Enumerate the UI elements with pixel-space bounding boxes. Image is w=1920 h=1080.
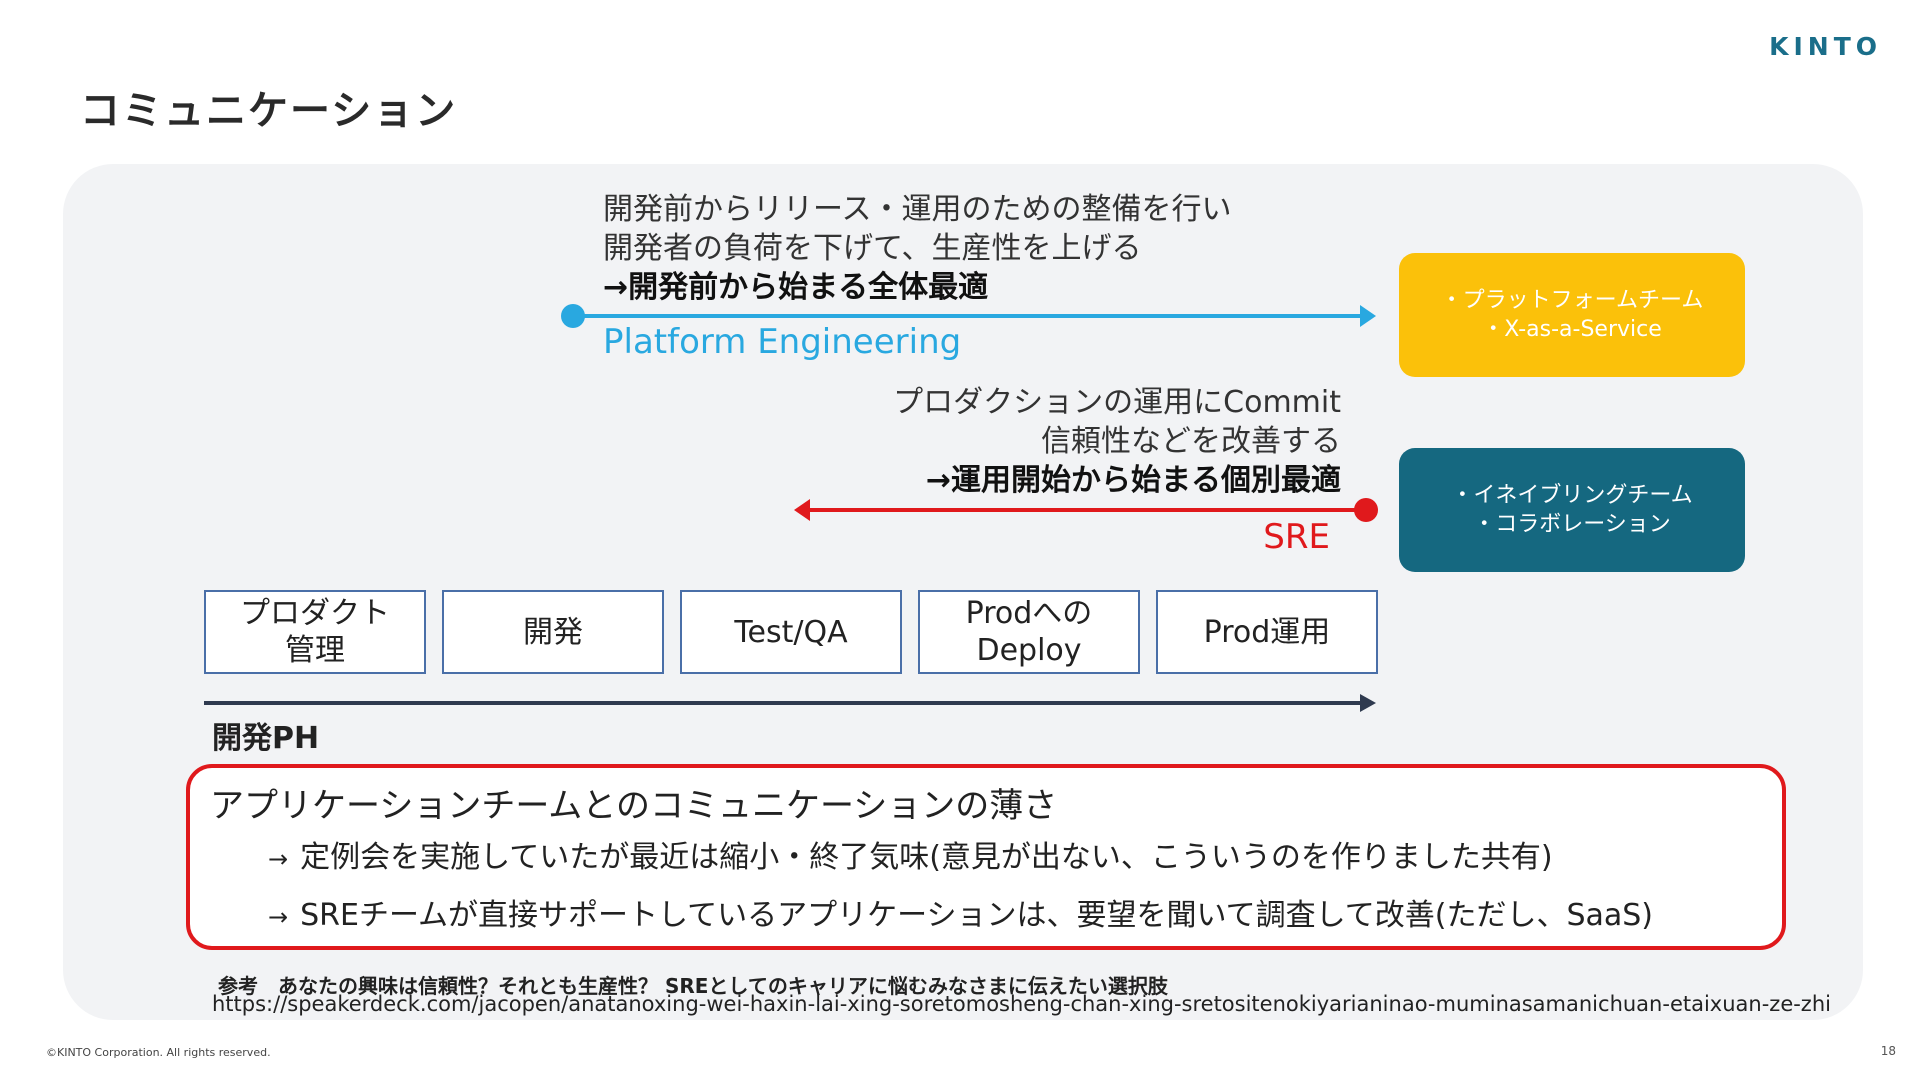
arrow-icon: → — [268, 903, 289, 931]
sre-emphasis: →運用開始から始まる個別最適 — [925, 463, 1341, 498]
phase-label-line-1: Test/QA — [734, 614, 848, 650]
arrow-icon: → — [268, 845, 289, 873]
phase-label-line-1: Prodへの — [965, 596, 1093, 631]
phase-label-line-1: 開発 — [523, 614, 583, 650]
sre-label: SRE — [1263, 517, 1330, 557]
phase-development: 開発 — [442, 590, 664, 674]
phase-prod-operation: Prod運用 — [1156, 590, 1378, 674]
platform-engineering-label: Platform Engineering — [603, 322, 962, 362]
pe-line-1: 開発前からリリース・運用のための整備を行い — [603, 192, 1232, 227]
pe-emphasis: →開発前から始まる全体最適 — [603, 270, 989, 305]
phase-label-line-2: Deploy — [976, 633, 1082, 668]
platform-engineering-description: 開発前からリリース・運用のための整備を行い 開発者の負荷を下げて、生産性を上げる… — [603, 190, 1232, 307]
issue-item: → 定例会を実施していたが最近は縮小・終了気味(意見が出ない、こういうのを作りまし… — [268, 832, 1553, 876]
platform-engineering-arrow — [561, 304, 1376, 328]
sre-arrow — [794, 498, 1378, 522]
sre-line-2: 信頼性などを改善する — [1041, 424, 1341, 459]
phase-test-qa: Test/QA — [680, 590, 902, 674]
platform-team-line-1: ・プラットフォームチーム — [1440, 288, 1704, 313]
platform-team-line-2: ・X-as-a-Service — [1482, 317, 1662, 342]
sre-description: プロダクションの運用にCommit 信頼性などを改善する →運用開始から始まる個… — [893, 383, 1341, 500]
sre-line-1: プロダクションの運用にCommit — [893, 385, 1341, 420]
page-title: コミュニケーション — [80, 88, 458, 134]
phase-label-line-1: Prod運用 — [1203, 614, 1331, 650]
enabling-team-line-2: ・コラボレーション — [1473, 512, 1671, 537]
issue-heading: アプリケーションチームとのコミュニケーションの薄さ — [210, 786, 1058, 826]
phase-label-line-1: プロダクト — [240, 596, 390, 631]
issue-item-text: 定例会を実施していたが最近は縮小・終了気味(意見が出ない、こういうのを作りました… — [300, 840, 1553, 875]
copyright-notice: ©KINTO Corporation. All rights reserved. — [46, 1046, 271, 1059]
phase-product-management: プロダクト 管理 — [204, 590, 426, 674]
phase-prod-deploy: Prodへの Deploy — [918, 590, 1140, 674]
pe-line-2: 開発者の負荷を下げて、生産性を上げる — [603, 231, 1142, 266]
platform-team-box: ・プラットフォームチーム ・X-as-a-Service — [1399, 253, 1745, 377]
phase-label-line-2: 管理 — [285, 633, 345, 668]
page-number: 18 — [1880, 1044, 1896, 1058]
issue-item-text: SREチームが直接サポートしているアプリケーションは、要望を聞いて調査して改善(… — [300, 898, 1654, 933]
enabling-team-line-1: ・イネイブリングチーム — [1451, 483, 1693, 508]
phase-timeline-arrow — [204, 694, 1376, 712]
development-phase-label: 開発PH — [212, 721, 320, 756]
issue-callout: アプリケーションチームとのコミュニケーションの薄さ → 定例会を実施していたが最近… — [186, 764, 1786, 950]
reference-link[interactable]: https://speakerdeck.com/jacopen/anatanox… — [212, 992, 1831, 1016]
kinto-logo: KINTO — [1769, 32, 1882, 61]
reference-title: 参考 あなたの興味は信頼性？それとも生産性？ SREとしてのキャリアに悩むみなさ… — [218, 974, 1168, 998]
issue-item: → SREチームが直接サポートしているアプリケーションは、要望を聞いて調査して改善… — [268, 890, 1653, 934]
enabling-team-box: ・イネイブリングチーム ・コラボレーション — [1399, 448, 1745, 572]
